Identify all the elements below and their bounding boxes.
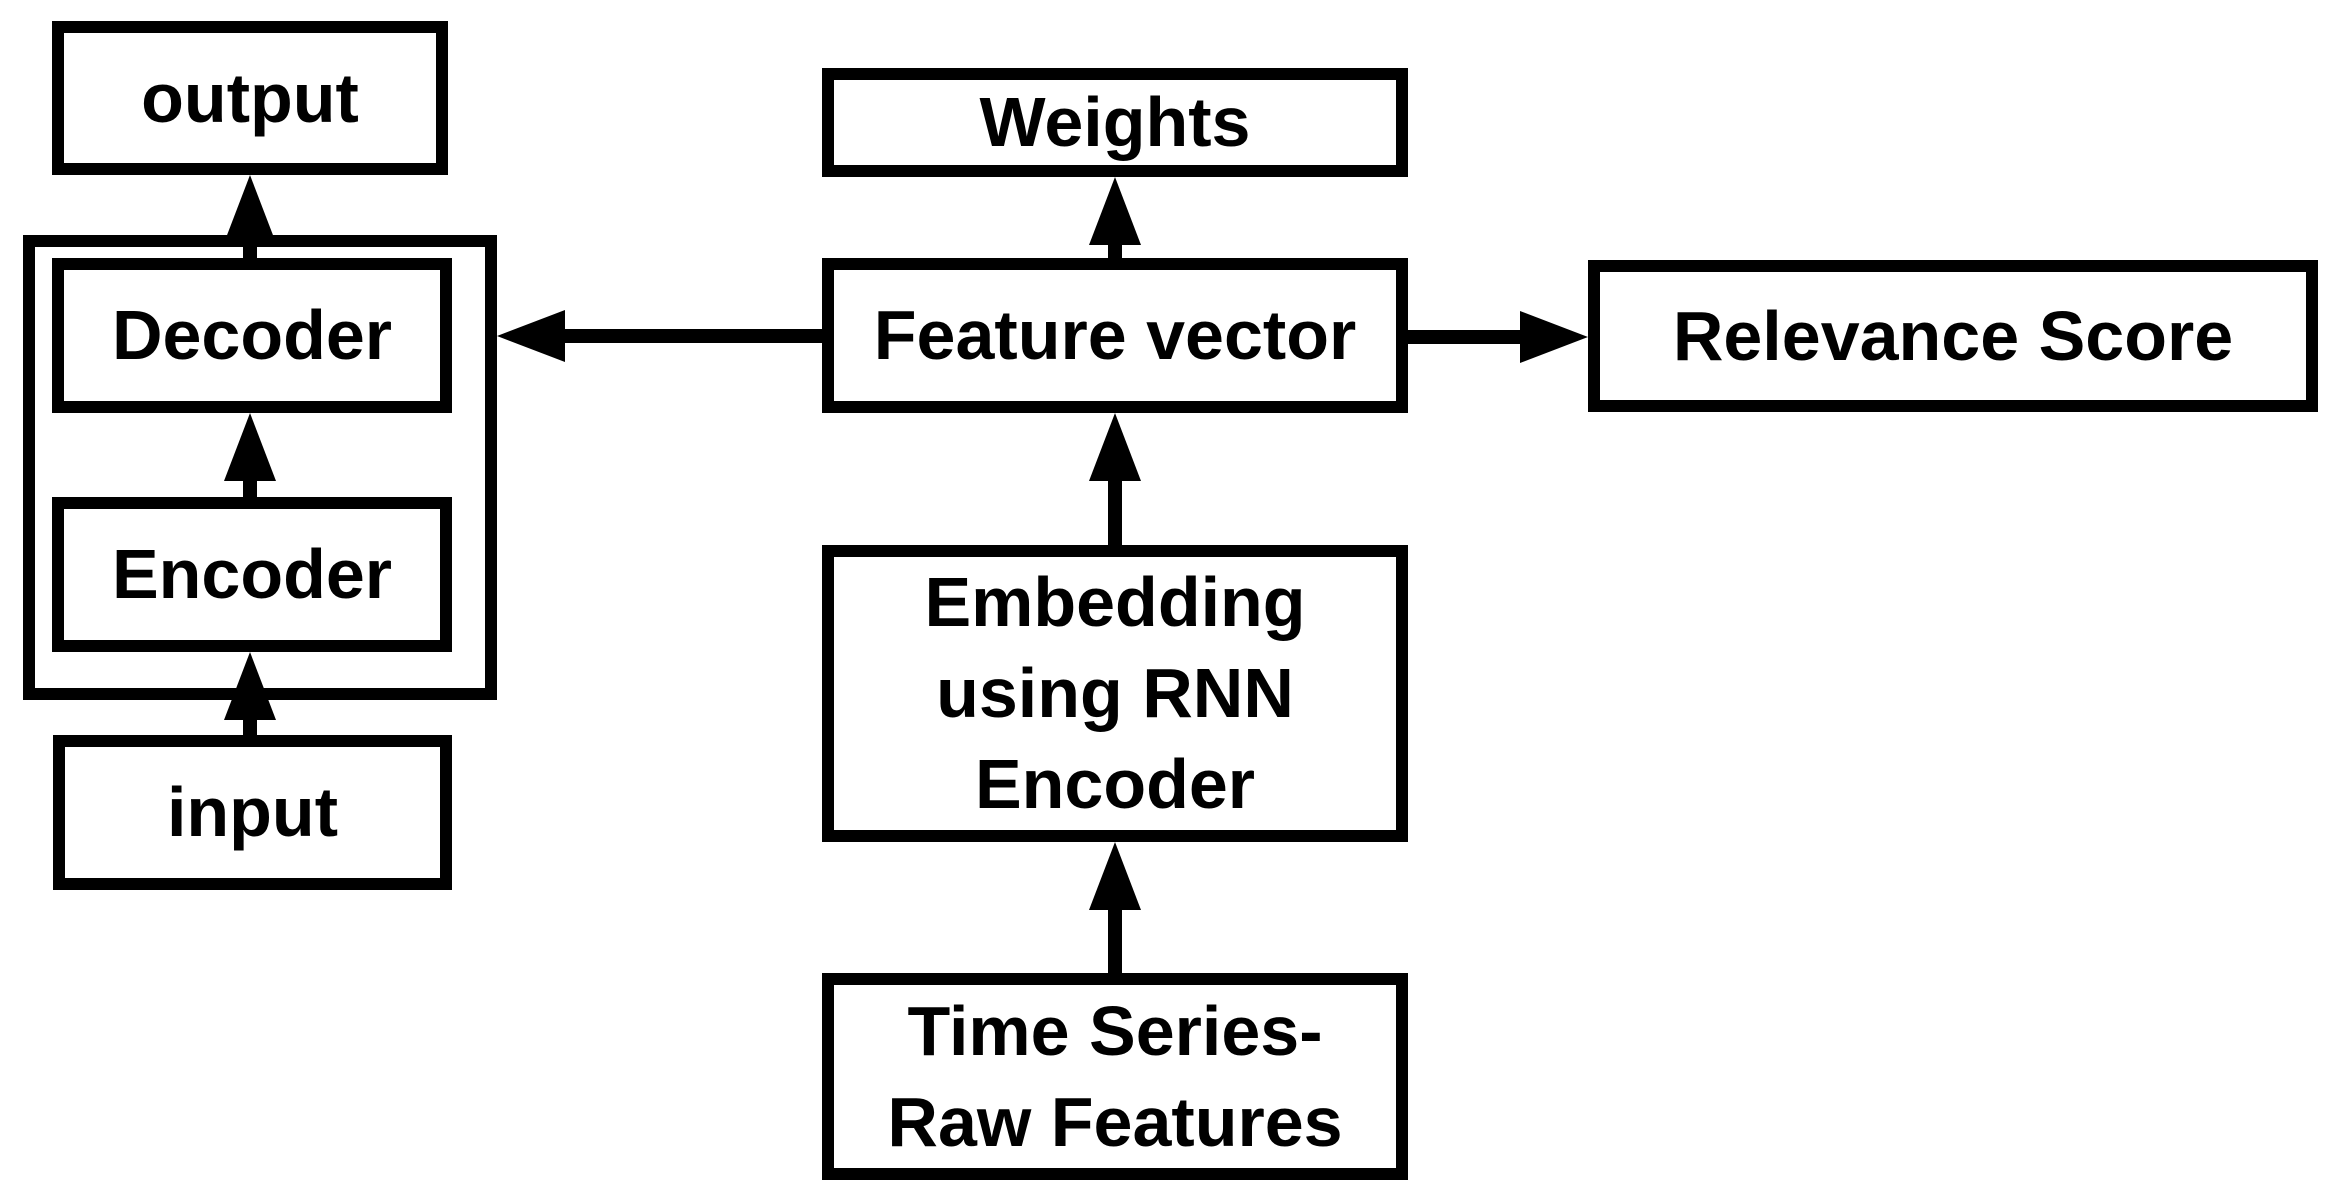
node-relevance-score: Relevance Score [1588,260,2318,412]
arrow-encoder-to-decoder-shaft [243,478,257,500]
arrow-time-series-to-embedding-shaft [1108,907,1122,975]
arrow-feature-vector-to-container-shaft [560,329,822,343]
arrow-input-to-encoder-head-icon [224,652,276,720]
arrow-time-series-to-embedding-head-icon [1089,842,1141,910]
arrow-feature-vector-to-container-head-icon [497,310,565,362]
node-output-label: output [141,58,359,137]
node-decoder: Decoder [52,258,452,413]
node-input: input [53,735,452,890]
node-weights-label: Weights [979,83,1251,161]
arrow-decoder-to-output-shaft [243,238,257,262]
arrow-feature-vector-to-relevance-score-head-icon [1520,311,1588,363]
node-encoder-label: Encoder [111,535,393,613]
arrow-decoder-to-output-head-icon [224,175,276,243]
node-time-series-raw-features-label: Time Series- Raw Features [887,991,1343,1161]
arrow-feature-vector-to-weights-head-icon [1089,177,1141,245]
arrow-embedding-to-feature-vector-shaft [1108,478,1122,547]
node-embedding-rnn-encoder-label: Embedding using RNN Encoder [924,563,1306,823]
node-time-series-raw-features: Time Series- Raw Features [822,973,1408,1180]
node-input-label: input [166,773,339,851]
arrow-feature-vector-to-weights-shaft [1108,242,1122,260]
node-weights: Weights [822,68,1408,177]
node-relevance-score-label: Relevance Score [1672,296,2234,375]
node-feature-vector-label: Feature vector [873,296,1357,374]
arrow-input-to-encoder-shaft [243,716,257,737]
node-encoder: Encoder [52,497,452,652]
arrow-embedding-to-feature-vector-head-icon [1089,413,1141,481]
node-output: output [52,21,448,175]
arrow-feature-vector-to-relevance-score-shaft [1408,330,1523,344]
node-feature-vector: Feature vector [822,258,1408,413]
node-embedding-rnn-encoder: Embedding using RNN Encoder [822,545,1408,842]
arrow-encoder-to-decoder-head-icon [224,413,276,481]
node-decoder-label: Decoder [111,296,393,374]
